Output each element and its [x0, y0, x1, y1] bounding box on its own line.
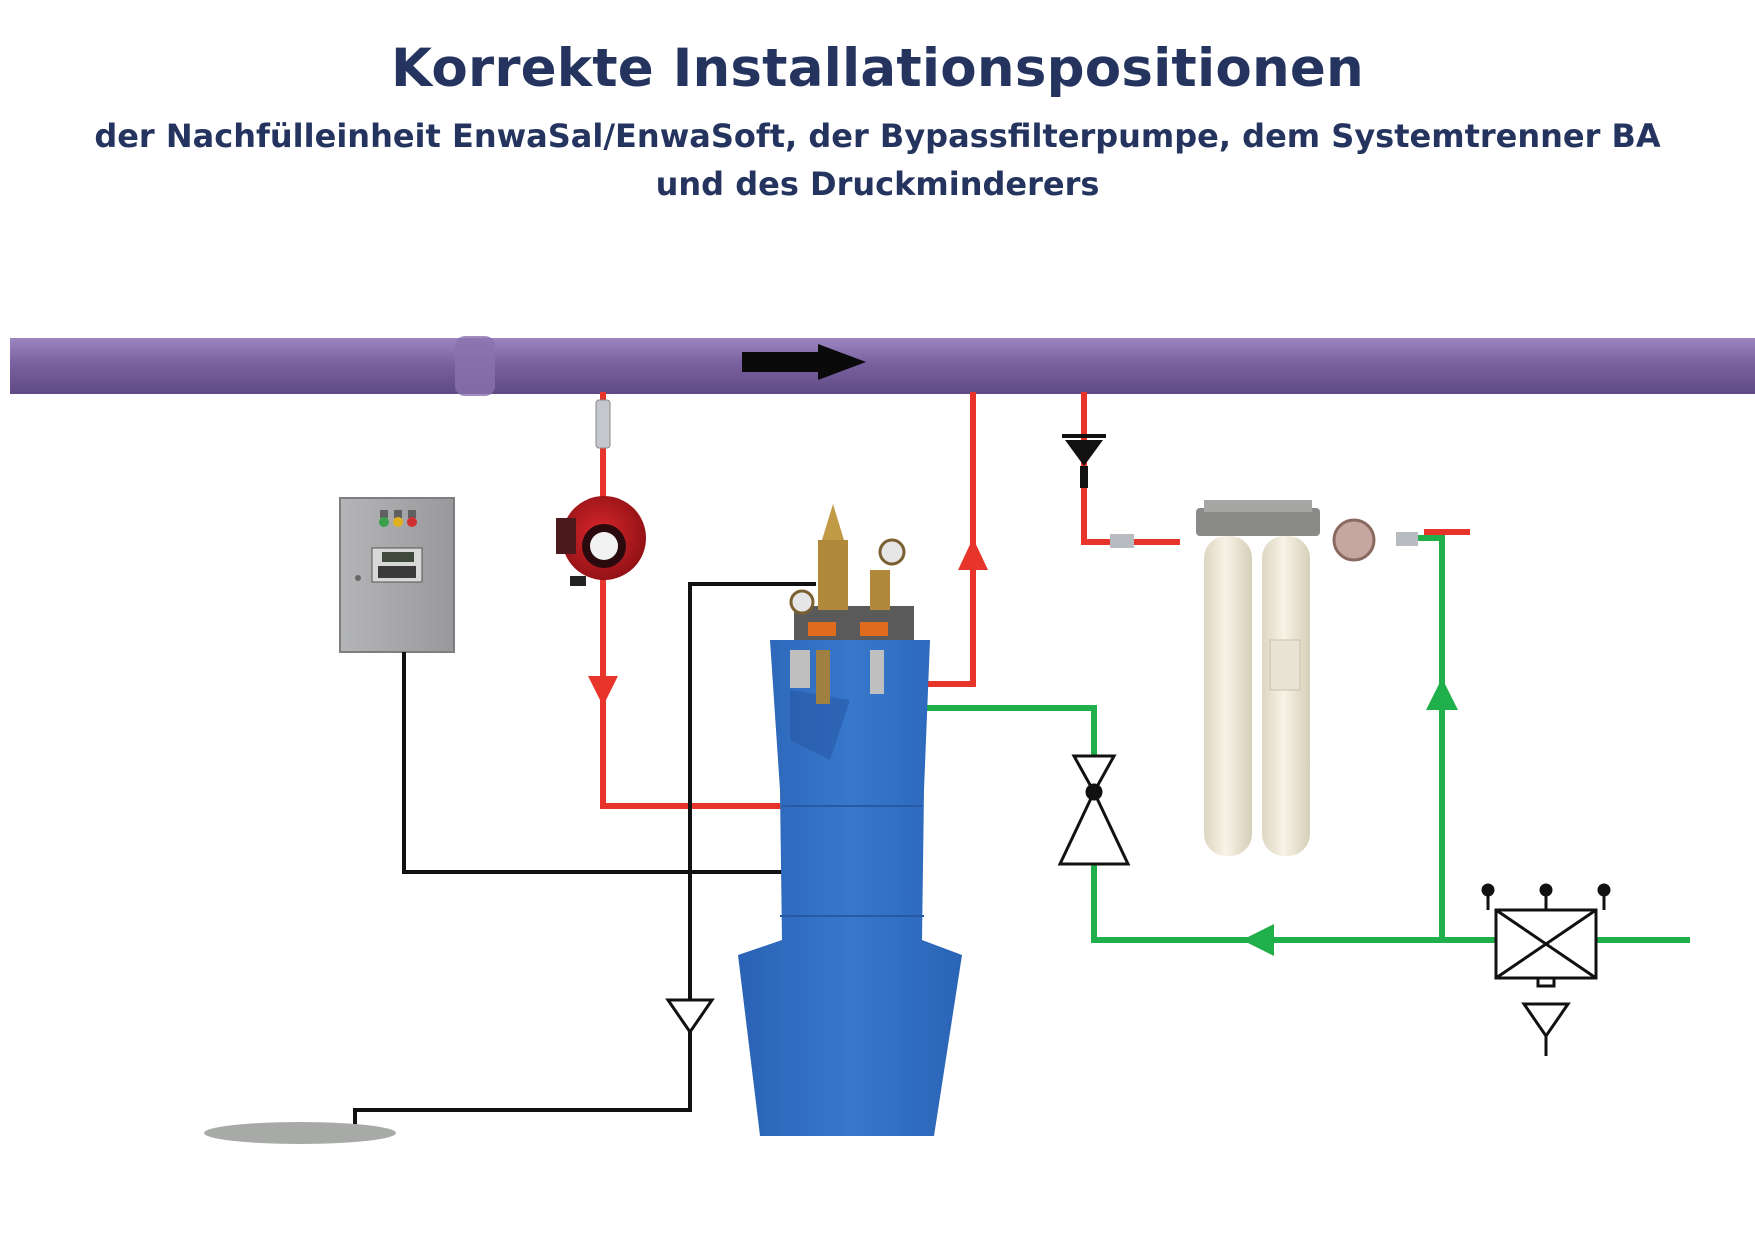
- flow-arrow-up-green-icon: [1426, 678, 1458, 710]
- control-cabinet: [339, 497, 455, 653]
- drain-funnel-icon: [665, 998, 715, 1035]
- pressure-reducer-icon: [1481, 883, 1611, 1056]
- flow-arrow-left-icon: [1242, 924, 1274, 956]
- page-subtitle: der Nachfülleinheit EnwaSal/EnwaSoft, de…: [94, 117, 1661, 203]
- main-pipe: [10, 336, 1755, 396]
- right-arrow-icon: [742, 344, 866, 380]
- check-valve-icon: [1062, 434, 1106, 488]
- flow-arrow-down-icon: [588, 676, 618, 706]
- flow-arrow-up-icon: [958, 538, 988, 570]
- floor-drain: [204, 1122, 396, 1144]
- gate-valve-icon: [1057, 754, 1131, 866]
- page-title: Korrekte Installationspositionen: [391, 38, 1364, 99]
- hot-water-lines: [600, 392, 1470, 809]
- signal-lines: [353, 582, 816, 1128]
- bypass-filter: [1110, 500, 1418, 856]
- refill-unit-tank: [738, 504, 962, 1136]
- bypass-filter-pump: [556, 399, 646, 586]
